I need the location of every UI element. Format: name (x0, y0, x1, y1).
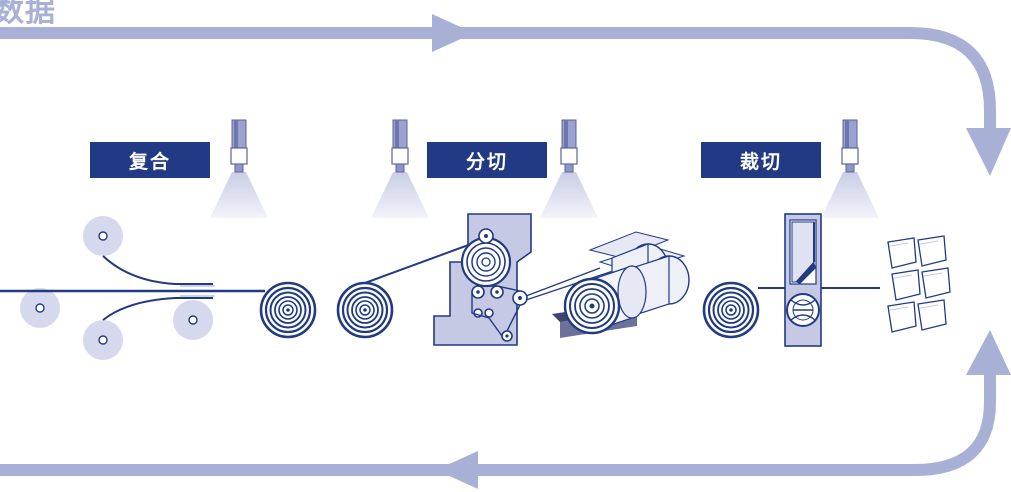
slitter-machine (336, 213, 641, 346)
camera-beam (821, 172, 879, 218)
camera-icon (230, 119, 248, 173)
camera-icon (560, 119, 578, 173)
film-roll-icon (259, 281, 317, 339)
camera-beam (210, 172, 268, 218)
camera-beam (540, 172, 598, 218)
camera-icon (841, 119, 859, 173)
sheet-stack-icon (887, 235, 951, 333)
stage-label-slitting: 分切 (427, 142, 547, 178)
camera-beam (371, 172, 429, 218)
stage-label-lamination: 复合 (90, 142, 210, 178)
flow-arrow-loop (0, 27, 996, 476)
slit-rolls (552, 231, 690, 338)
stage-label-cutting: 裁切 (701, 142, 821, 178)
unwind-roll-icon (336, 281, 394, 339)
flow-arrowheads (432, 14, 1011, 489)
diagram-title-partial: 数据 (0, 0, 56, 29)
camera-icon (391, 119, 409, 173)
lamination-machine (0, 215, 317, 361)
cutter-machine (702, 213, 880, 347)
unwind-roll-icon (702, 281, 760, 339)
